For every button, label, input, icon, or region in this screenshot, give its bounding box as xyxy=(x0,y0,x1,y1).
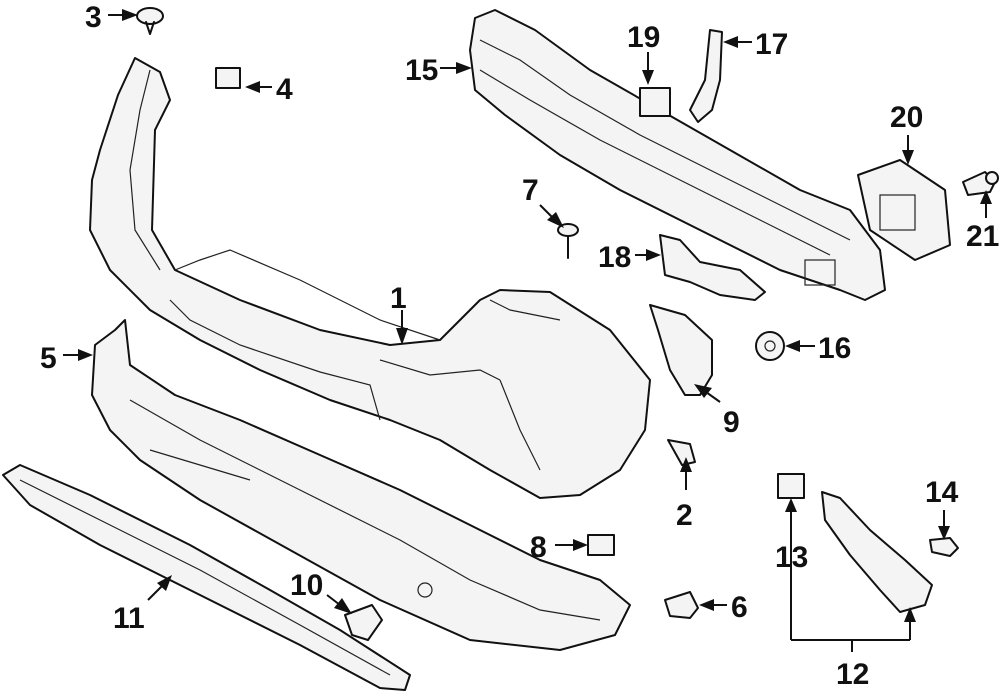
part-3-clip[interactable] xyxy=(136,7,164,35)
part-19-pad[interactable] xyxy=(639,87,671,117)
callout-13: 13 xyxy=(775,541,808,574)
callout-labels: 1 2 3 4 5 6 7 8 9 10 11 12 13 14 15 16 1… xyxy=(40,1,999,691)
callout-20: 20 xyxy=(890,101,923,134)
part-10-bracket[interactable] xyxy=(344,604,383,641)
callout-11: 11 xyxy=(113,602,145,635)
callout-3: 3 xyxy=(85,1,102,34)
part-11-lower-valance[interactable] xyxy=(2,464,411,691)
part-9-retainer[interactable] xyxy=(649,304,713,396)
part-2-bolt[interactable] xyxy=(667,439,696,466)
callout-19: 19 xyxy=(627,21,660,54)
callout-8: 8 xyxy=(530,531,547,564)
part-7-screw[interactable] xyxy=(557,223,579,259)
callout-12: 12 xyxy=(836,658,869,691)
part-21-bolt[interactable] xyxy=(962,171,999,196)
part-1-bumper-cover[interactable] xyxy=(89,57,651,499)
callout-15: 15 xyxy=(405,54,438,87)
callout-21: 21 xyxy=(966,220,999,253)
part-8-nut[interactable] xyxy=(587,534,615,556)
part-15-reinforcement-beam[interactable] xyxy=(469,9,886,301)
part-14-fastener[interactable] xyxy=(929,537,959,557)
callout-1: 1 xyxy=(390,282,407,315)
part-6-clip[interactable] xyxy=(664,591,699,619)
callout-18: 18 xyxy=(598,241,631,274)
part-16-nut[interactable] xyxy=(755,331,785,361)
part-20-mount-bracket[interactable] xyxy=(857,159,951,261)
callout-5: 5 xyxy=(40,342,57,375)
part-13-clip[interactable] xyxy=(777,473,805,499)
leader-lines xyxy=(63,9,992,652)
callout-17: 17 xyxy=(755,28,788,61)
callout-7: 7 xyxy=(522,174,539,207)
callout-2: 2 xyxy=(676,499,693,532)
callout-6: 6 xyxy=(731,591,748,624)
part-17-bracket[interactable] xyxy=(689,29,723,123)
callout-9: 9 xyxy=(723,406,740,439)
part-18-side-bracket[interactable] xyxy=(659,234,766,301)
part-5-lower-cover[interactable] xyxy=(91,319,631,651)
part-4-nut[interactable] xyxy=(215,67,241,89)
callout-4: 4 xyxy=(276,73,293,106)
callout-16: 16 xyxy=(818,332,851,365)
callout-14: 14 xyxy=(925,476,959,509)
callout-10: 10 xyxy=(290,569,323,602)
part-12-side-bracket-assembly[interactable] xyxy=(821,491,933,613)
